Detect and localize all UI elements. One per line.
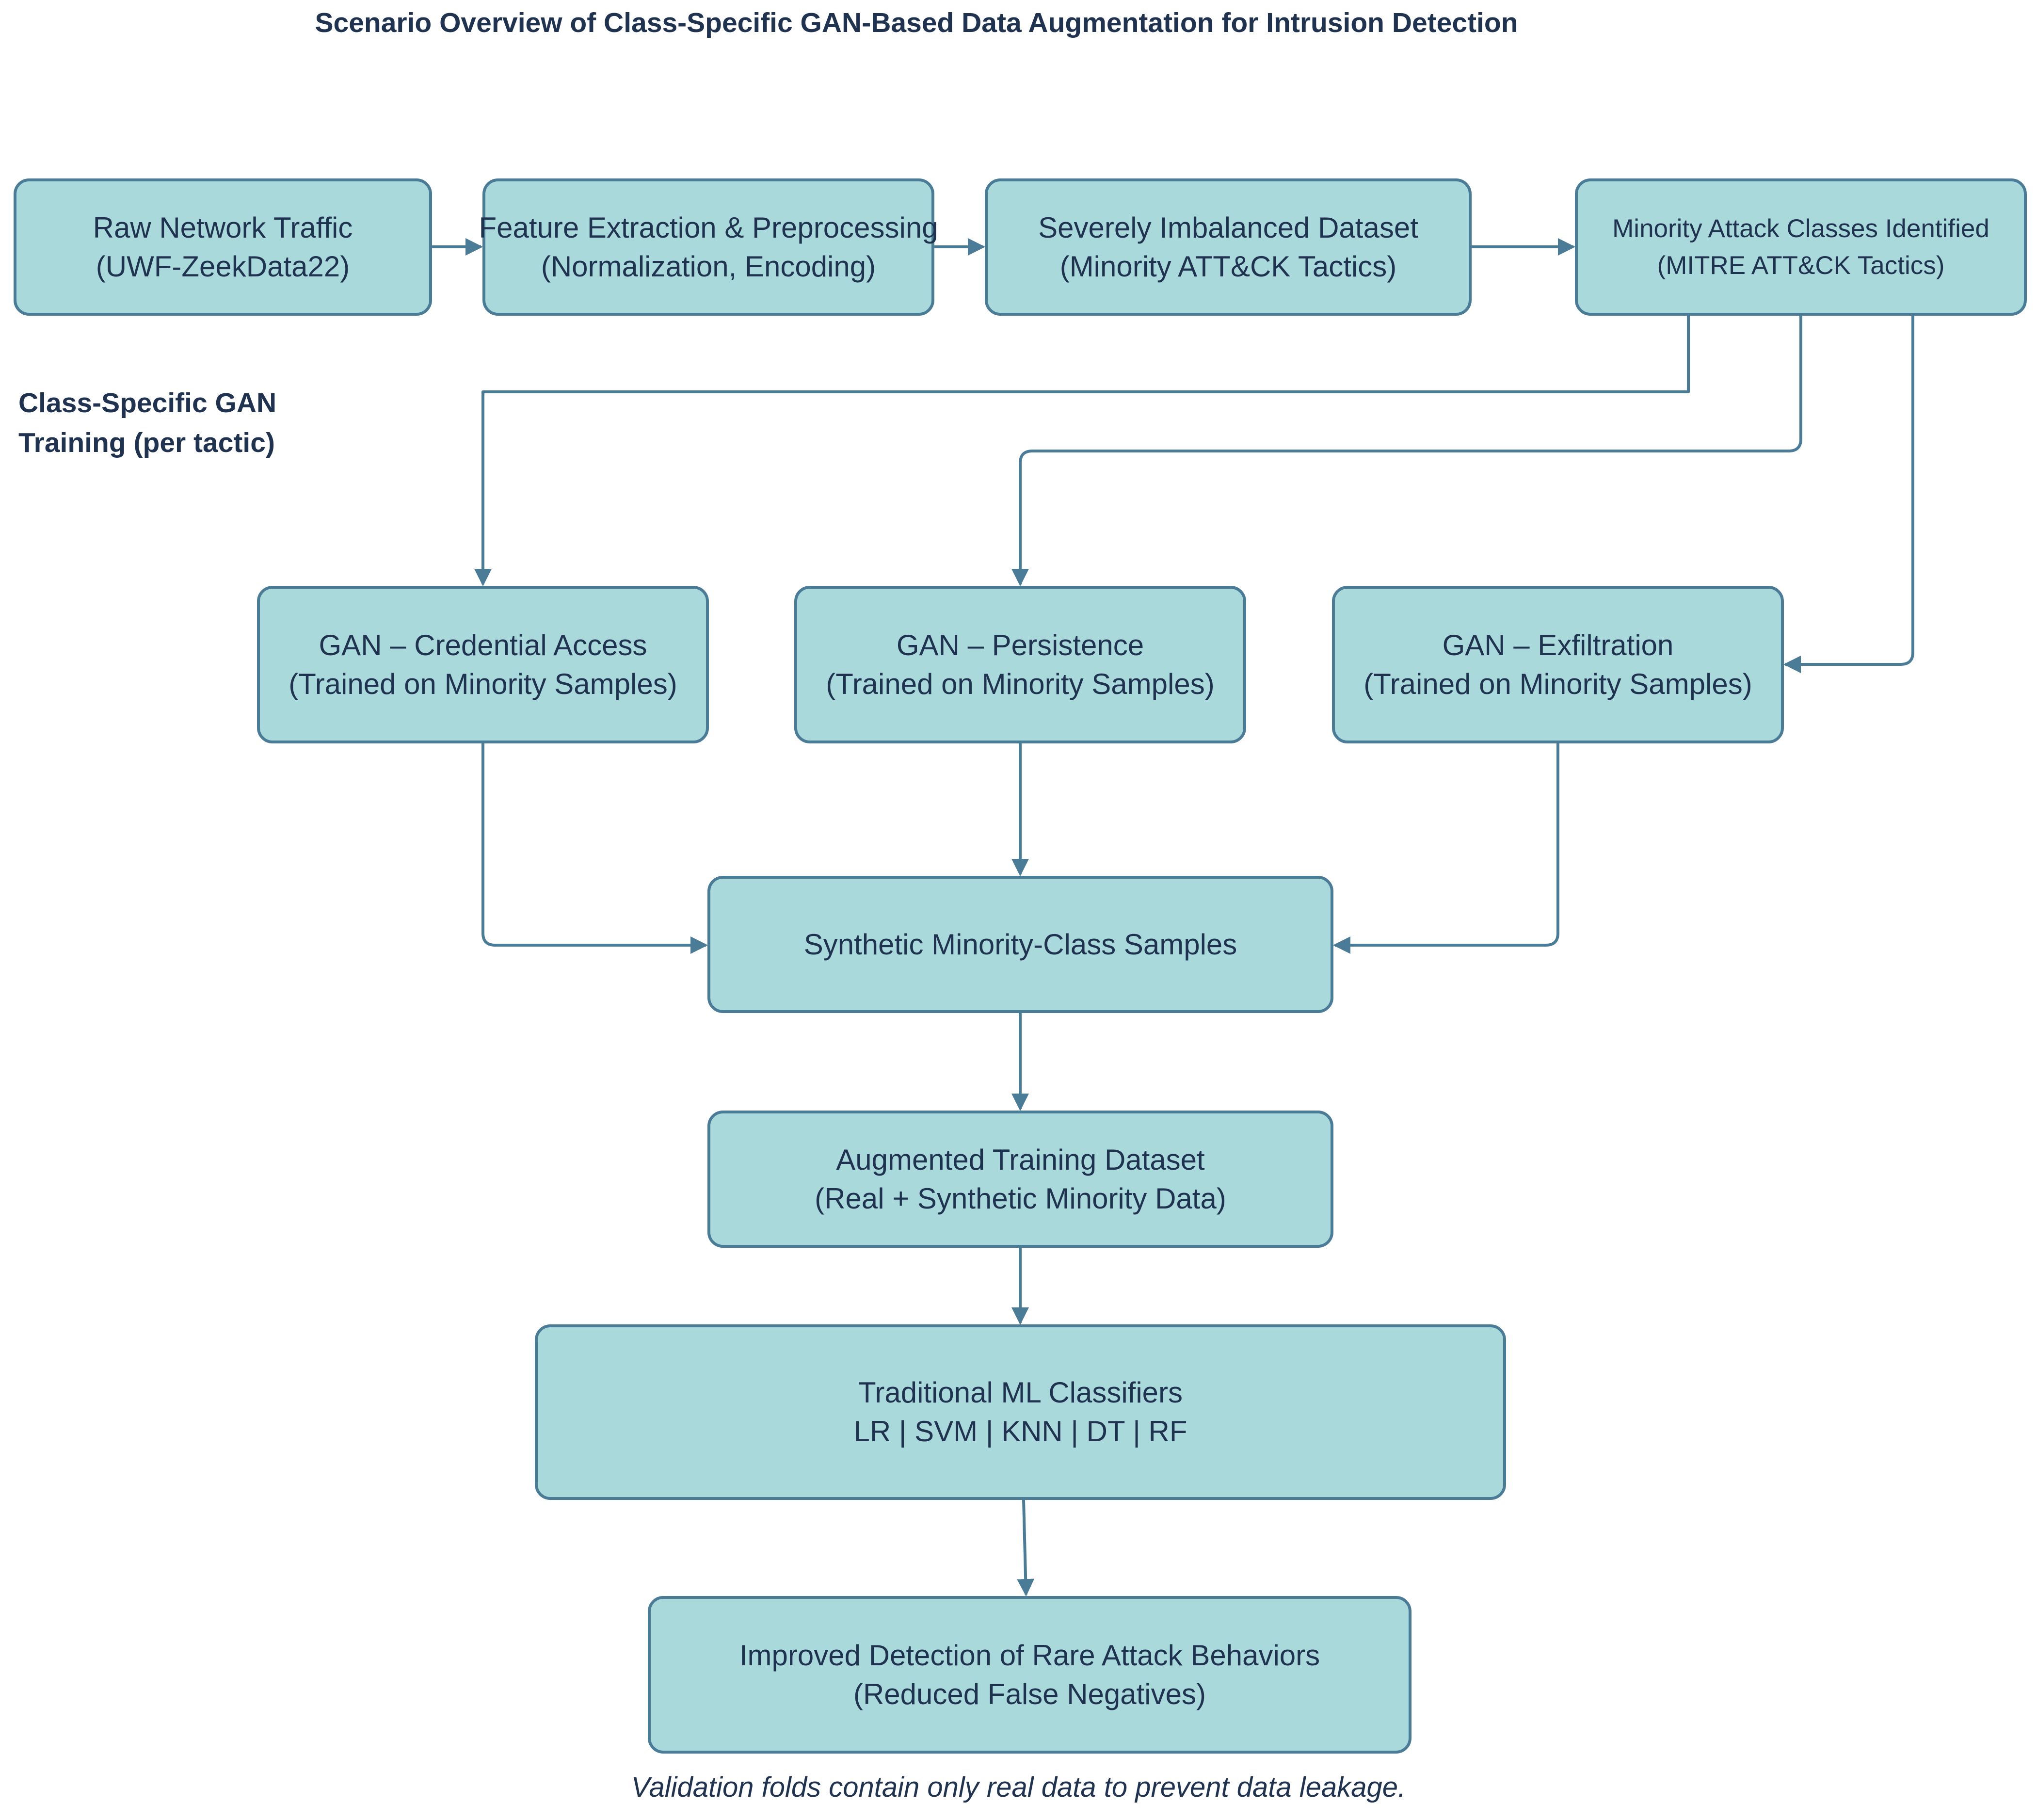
diagram-title: Scenario Overview of Class-Specific GAN-…: [315, 7, 1518, 38]
node-imbalanced-dataset: Severely Imbalanced Dataset (Minority AT…: [985, 178, 1472, 316]
node-raw-network-traffic: Raw Network Traffic (UWF-ZeekData22): [14, 178, 432, 316]
node-augmented-dataset-line2: (Real + Synthetic Minority Data): [815, 1182, 1226, 1215]
node-gan-persistence-line1: GAN – Persistence: [896, 628, 1144, 661]
node-augmented-dataset-line1: Augmented Training Dataset: [836, 1143, 1205, 1176]
node-minority-attack-classes-line2: (MITRE ATT&CK Tactics): [1657, 251, 1945, 280]
node-gan-exfiltration-line1: GAN – Exfiltration: [1442, 628, 1674, 661]
node-feature-extraction-line1: Feature Extraction & Preprocessing: [479, 211, 938, 244]
node-minority-attack-classes-line1: Minority Attack Classes Identified: [1612, 214, 1989, 243]
node-ml-classifiers-line1: Traditional ML Classifiers: [858, 1376, 1183, 1409]
node-feature-extraction: Feature Extraction & Preprocessing (Norm…: [479, 178, 938, 316]
node-gan-credential-access-line1: GAN – Credential Access: [319, 628, 647, 661]
node-minority-attack-classes: Minority Attack Classes Identified (MITR…: [1575, 178, 2027, 316]
node-gan-persistence-line2: (Trained on Minority Samples): [826, 667, 1215, 700]
node-ml-classifiers: Traditional ML Classifiers LR | SVM | KN…: [535, 1324, 1506, 1500]
node-raw-network-traffic-line2: (UWF-ZeekData22): [96, 250, 350, 283]
validation-note: Validation folds contain only real data …: [631, 1772, 1406, 1803]
edge-gan-credential-to-synthetic: [481, 743, 708, 954]
edge-minority-to-gan-persistence: [1011, 316, 1802, 586]
node-synthetic-samples-line1: Synthetic Minority-Class Samples: [803, 928, 1237, 961]
node-improved-detection-line2: (Reduced False Negatives): [853, 1677, 1206, 1710]
node-gan-exfiltration-line2: (Trained on Minority Samples): [1363, 667, 1752, 700]
gan-training-label: Class-Specific GAN Training (per tactic): [18, 383, 358, 463]
node-improved-detection-line1: Improved Detection of Rare Attack Behavi…: [739, 1639, 1320, 1672]
node-gan-persistence: GAN – Persistence (Trained on Minority S…: [794, 586, 1246, 743]
node-augmented-dataset: Augmented Training Dataset (Real + Synth…: [707, 1111, 1333, 1248]
node-raw-network-traffic-line1: Raw Network Traffic: [93, 211, 353, 244]
edge-minority-to-gan-exfiltration: [1783, 316, 1914, 673]
edge-minority-to-gan-credential: [474, 316, 1690, 586]
edge-classifiers-to-detection: [1017, 1499, 1035, 1596]
node-imbalanced-dataset-line2: (Minority ATT&CK Tactics): [1059, 250, 1397, 283]
node-synthetic-samples: Synthetic Minority-Class Samples: [707, 876, 1333, 1013]
node-feature-extraction-line2: (Normalization, Encoding): [541, 250, 876, 283]
node-gan-credential-access-line2: (Trained on Minority Samples): [289, 667, 677, 700]
gan-training-label-line1: Class-Specific GAN: [18, 387, 277, 419]
node-ml-classifiers-line2: LR | SVM | KNN | DT | RF: [853, 1415, 1187, 1448]
edge-gan-exfiltration-to-synthetic: [1333, 743, 1559, 954]
node-improved-detection: Improved Detection of Rare Attack Behavi…: [648, 1596, 1411, 1754]
node-imbalanced-dataset-line1: Severely Imbalanced Dataset: [1038, 211, 1418, 244]
node-gan-credential-access: GAN – Credential Access (Trained on Mino…: [257, 586, 709, 743]
gan-training-label-line2: Training (per tactic): [18, 427, 275, 458]
node-gan-exfiltration: GAN – Exfiltration (Trained on Minority …: [1332, 586, 1784, 743]
